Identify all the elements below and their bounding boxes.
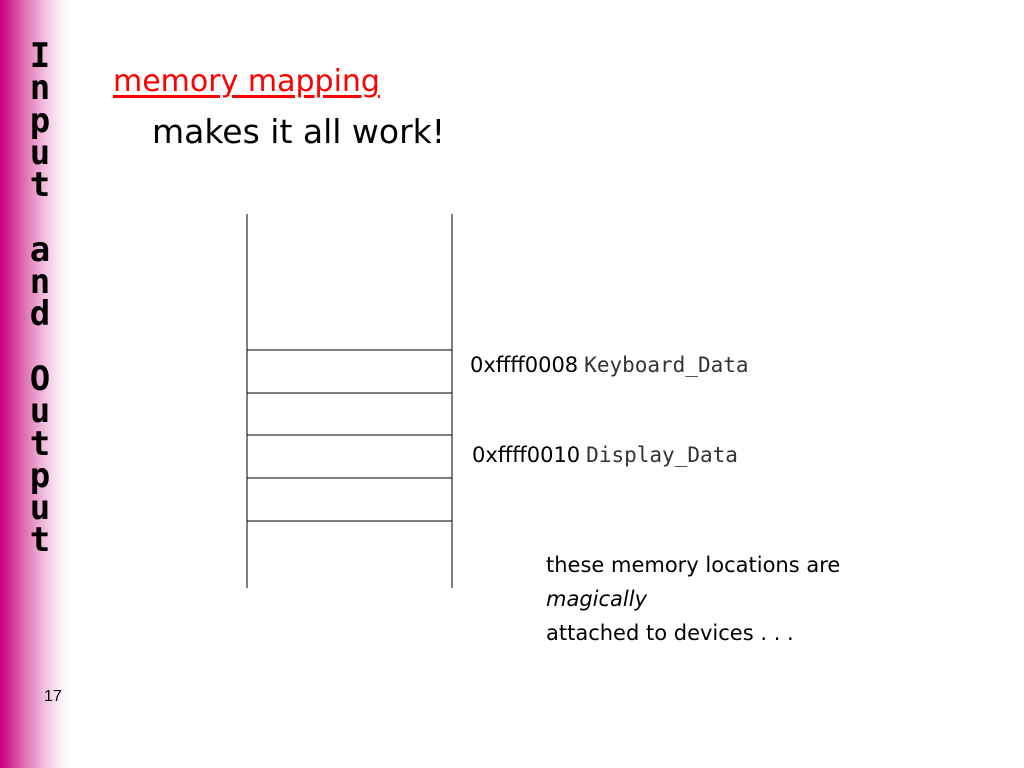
slide-title-link[interactable]: memory mapping — [113, 64, 380, 99]
note-line-1: these memory locations are — [546, 553, 841, 577]
note-line-3: attached to devices . . . — [546, 621, 794, 645]
vertical-title: I n p u t a n d O u t p u t — [29, 36, 51, 561]
keyboard-data-register: Keyboard_Data — [584, 353, 749, 377]
slide-subtitle: makes it all work! — [152, 112, 446, 151]
slide-number: 17 — [44, 688, 62, 705]
display-data-address: 0xffff0010 — [472, 443, 581, 467]
note-line-2: magically — [546, 587, 648, 611]
sidebar-band — [0, 0, 70, 768]
display-data-register: Display_Data — [586, 443, 738, 467]
note-text: these memory locations are magically att… — [546, 548, 966, 650]
keyboard-data-address: 0xffff0008 — [470, 353, 579, 377]
